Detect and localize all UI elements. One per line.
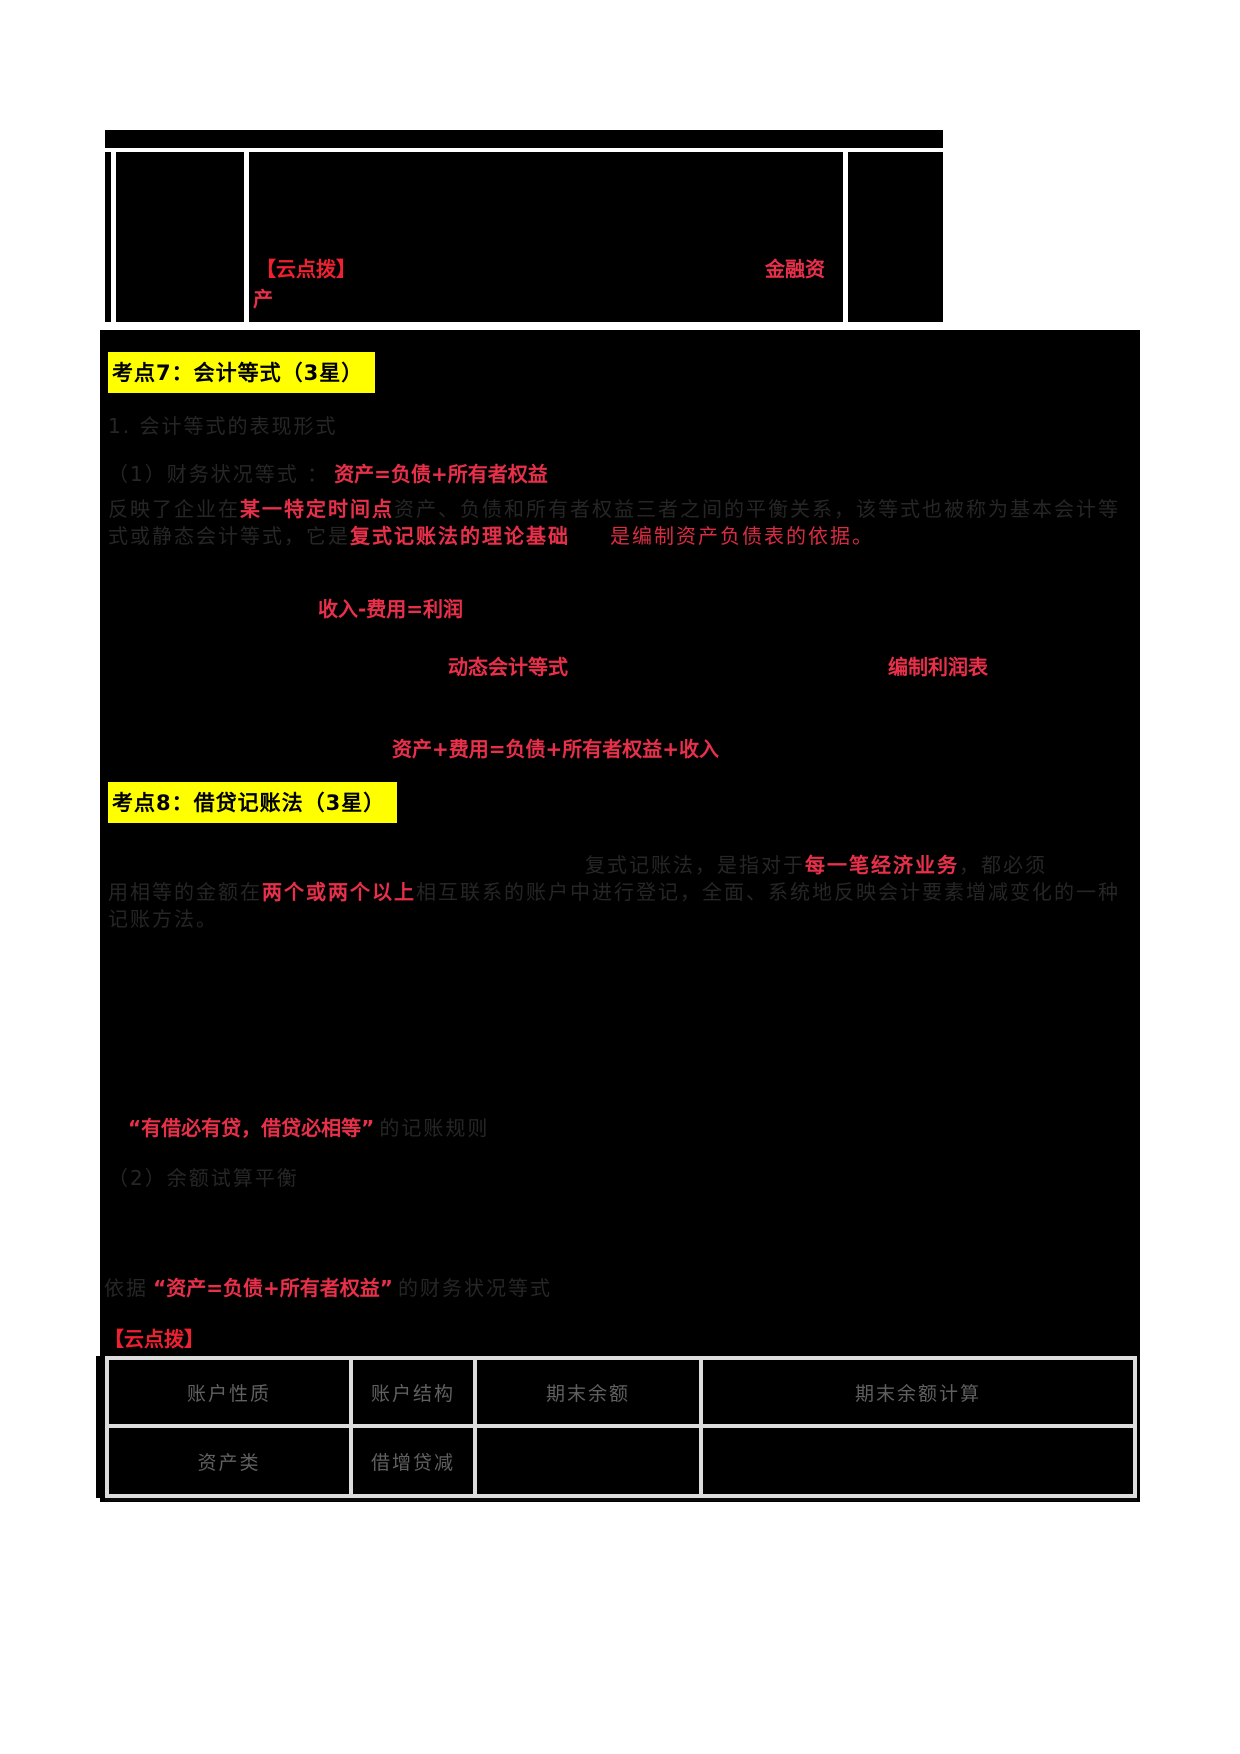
para2-text: ，都必须 <box>959 853 1047 877</box>
table-cell-cloud-tip: 【云点拨】 金融资 产 <box>249 152 843 322</box>
header-label: 账户性质 <box>186 1382 271 1405</box>
table-cell-empty-left <box>116 152 244 322</box>
financial-asset-text: 金融资 <box>765 257 825 281</box>
paragraph-accounting-equation: 反映了企业在某一特定时间点资产、负债和所有者权益三者之间的平衡关系，该等式也被称… <box>108 496 1138 550</box>
cell-empty <box>703 1428 1133 1494</box>
para2-text: 复式记账法，是指对于 <box>585 853 805 877</box>
para1-text: 式或静态会计等式，它是 <box>108 524 350 548</box>
para2-text: 相互联系的账户中进行登记，全面、系统地反映会计要素增减变化的一种 <box>416 880 1120 904</box>
paragraph-double-entry: 复式记账法，是指对于每一笔经济业务，都必须 用相等的金额在两个或两个以上相互联系… <box>108 852 1138 933</box>
financial-asset-wrap-char: 产 <box>253 287 273 311</box>
header-label: 期末余额 <box>545 1382 630 1405</box>
section1-title: 1. 会计等式的表现形式 <box>108 414 338 438</box>
cell-empty <box>477 1428 699 1494</box>
cell-debit-increase: 借增贷减 <box>353 1428 473 1494</box>
para2-text: 用相等的金额在 <box>108 880 262 904</box>
bookkeeping-rule-suffix: 的记账规则 <box>379 1116 490 1140</box>
income-equation: 收入-费用=利润 <box>318 597 464 621</box>
table-header-row: 账户性质 账户结构 期末余额 期末余额计算 <box>109 1360 1133 1424</box>
header-ending-balance-calc: 期末余额计算 <box>703 1360 1133 1424</box>
notes-content-block: 考点7：会计等式（3星） 1. 会计等式的表现形式 （1）财务状况等式 ： 资产… <box>96 330 1140 1502</box>
para1-highlight-time-point: 某一特定时间点 <box>240 497 394 521</box>
profit-statement-label: 编制利润表 <box>888 655 988 679</box>
para1-text: 资产、负债和所有者权益三者之间的平衡关系，该等式也被称为基本会计等 <box>394 497 1120 521</box>
basis-equation: “资产=负债+所有者权益” <box>153 1276 393 1300</box>
table-row-cutoff <box>105 130 943 148</box>
topic7-heading: 考点7：会计等式（3星） <box>108 352 376 393</box>
cell-asset-class: 资产类 <box>109 1428 349 1494</box>
table-bottom-edge <box>105 1498 1137 1501</box>
topic8-heading: 考点8：借贷记账法（3星） <box>108 782 398 823</box>
item2-label: （2）余额试算平衡 <box>108 1166 299 1190</box>
basis-suffix: 的财务状况等式 <box>398 1276 552 1300</box>
dynamic-equation-label: 动态会计等式 <box>448 655 568 679</box>
para2-highlight-two-or-more: 两个或两个以上 <box>262 880 416 904</box>
header-ending-balance: 期末余额 <box>477 1360 699 1424</box>
table-row: 资产类 借增贷减 <box>109 1428 1133 1494</box>
header-label: 期末余额计算 <box>854 1382 981 1405</box>
cell-label: 资产类 <box>197 1451 261 1474</box>
cloud-tip-label-2: 【云点拨】 <box>104 1327 204 1351</box>
table-left-border <box>96 1356 101 1498</box>
basis-prefix: 依据 <box>104 1276 148 1300</box>
table-cell-empty-right <box>848 152 943 322</box>
para2-highlight-each-transaction: 每一笔经济业务 <box>805 853 959 877</box>
header-account-nature: 账户性质 <box>109 1360 349 1424</box>
header-account-structure: 账户结构 <box>353 1360 473 1424</box>
financial-position-equation: 资产=负债+所有者权益 <box>334 462 548 486</box>
cloud-tip-label: 【云点拨】 <box>256 257 356 281</box>
para1-text: 反映了企业在 <box>108 497 240 521</box>
table-left-border <box>105 152 111 322</box>
account-balance-table: 账户性质 账户结构 期末余额 期末余额计算 资产类 借增贷减 <box>96 1356 1137 1501</box>
para2-text: 记账方法。 <box>108 907 218 931</box>
item1-label: （1）财务状况等式 ： <box>108 462 330 486</box>
para1-highlight-double-entry-basis: 复式记账法的理论基础 <box>350 524 570 548</box>
expanded-equation: 资产+费用=负债+所有者权益+收入 <box>392 737 720 761</box>
header-label: 账户结构 <box>370 1382 455 1405</box>
cell-label: 借增贷减 <box>370 1451 455 1474</box>
bookkeeping-rule-quote: “有借必有贷，借贷必相等” <box>128 1116 375 1140</box>
notes-table-top: 【云点拨】 金融资 产 <box>105 130 943 322</box>
para1-balance-sheet-basis: 是编制资产负债表的依据。 <box>610 524 874 548</box>
